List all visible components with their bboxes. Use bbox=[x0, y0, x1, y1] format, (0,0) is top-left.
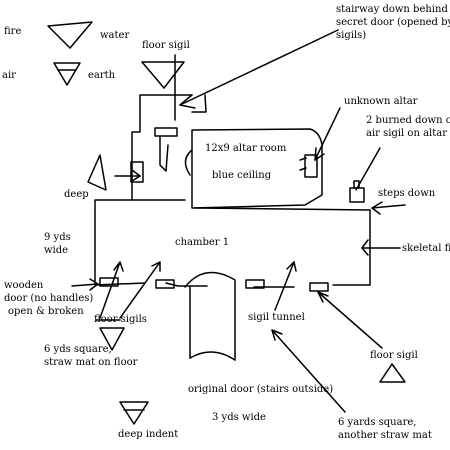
label-steps-down: steps down bbox=[378, 188, 436, 199]
chamber-outline bbox=[94, 94, 371, 288]
label-deep-indent: deep indent bbox=[118, 429, 178, 440]
label-six-yards-1: 6 yards square, bbox=[338, 417, 416, 428]
label-nine-yds-1: 9 yds bbox=[44, 232, 71, 243]
floor-sigil-bottom-left bbox=[155, 279, 175, 289]
label-wooden-2: door (no handles) bbox=[4, 293, 93, 304]
label-chamber: chamber 1 bbox=[175, 237, 229, 248]
legend-fire: fire bbox=[4, 26, 21, 37]
label-wooden-3: open & broken bbox=[8, 306, 84, 317]
label-deep: deep bbox=[64, 189, 89, 200]
earth-symbol bbox=[53, 62, 81, 86]
label-skeletal: skeletal fig bbox=[402, 243, 450, 254]
wooden-door bbox=[99, 277, 119, 287]
label-original-door: original door (stairs outside) bbox=[188, 384, 333, 395]
label-unknown-altar: unknown altar bbox=[344, 96, 418, 107]
unknown-altar bbox=[299, 154, 318, 178]
label-floor-sigil-top: floor sigil bbox=[142, 40, 190, 51]
label-sigil-tunnel: sigil tunnel bbox=[248, 312, 305, 323]
legend-water: water bbox=[100, 30, 129, 41]
candles bbox=[349, 180, 365, 203]
label-wooden-1: wooden bbox=[4, 280, 44, 291]
legend-air: air bbox=[2, 70, 16, 81]
fire-symbol bbox=[47, 21, 93, 49]
label-six-yds-2: straw mat on floor bbox=[44, 357, 138, 368]
legend-earth: earth bbox=[88, 70, 116, 81]
altar-room-outline bbox=[191, 128, 323, 209]
label-six-yards-2: another straw mat bbox=[338, 430, 432, 441]
label-stairway-3: sigils) bbox=[336, 30, 366, 41]
label-stairway-1: stairway down behind bbox=[336, 4, 448, 15]
label-floor-sigils: floor sigils bbox=[94, 314, 147, 325]
label-blue-ceiling: blue ceiling bbox=[212, 170, 272, 181]
label-candles-2: air sigil on altar bbox=[366, 128, 447, 139]
floor-sigil-right bbox=[309, 282, 329, 292]
label-six-yds-1: 6 yds square, bbox=[44, 344, 112, 355]
label-stairway-2: secret door (opened by bbox=[336, 17, 450, 28]
label-candles-1: 2 burned down can bbox=[366, 115, 450, 126]
label-floor-sigil-right: floor sigil bbox=[370, 350, 418, 361]
label-altar-room: 12x9 altar room bbox=[205, 143, 287, 154]
floor-sigil-tunnel bbox=[245, 279, 265, 289]
label-three-yds: 3 yds wide bbox=[212, 412, 266, 423]
label-nine-yds-2: wide bbox=[44, 245, 68, 256]
